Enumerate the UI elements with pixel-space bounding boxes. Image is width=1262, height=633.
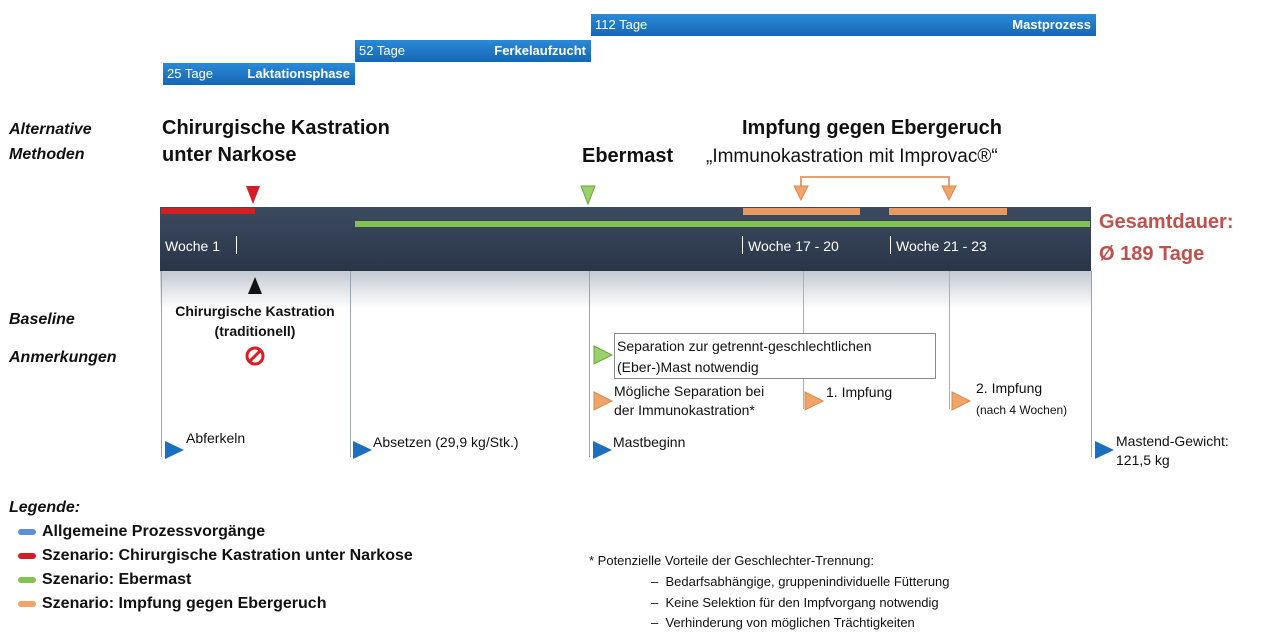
row-label-alternative: Alternative <box>9 121 92 138</box>
weaning-milestone-icon <box>353 441 372 459</box>
baseline-text-1: Chirurgische Kastration <box>175 303 335 319</box>
week-label-17-20: Woche 17 - 20 <box>748 238 839 254</box>
phase-days: 25 Tage <box>167 66 214 81</box>
row-label-methods: Methoden <box>9 146 85 163</box>
weaning-label: Absetzen (29,9 kg/Stk.) <box>373 434 519 450</box>
row-label-notes: Anmerkungen <box>9 349 117 366</box>
guide-line <box>161 271 162 457</box>
fattening-start-milestone-icon <box>593 441 612 459</box>
baseline-text-2: (traditionell) <box>214 323 296 339</box>
week-tick <box>236 236 237 254</box>
guide-line <box>350 271 351 457</box>
legend-swatch <box>18 577 36 583</box>
vaccination2-scenario-bar <box>889 208 1007 215</box>
footnote-item: – Keine Selektion für den Impfvorgang no… <box>651 595 939 610</box>
vaccine1-icon <box>804 391 825 411</box>
vaccine2-sub-label: (nach 4 Wochen) <box>976 403 1068 417</box>
week-label-1: Woche 1 <box>165 238 220 254</box>
phase-name: Laktationsphase <box>247 66 350 81</box>
legend-label: Allgemeine Prozessvorgänge <box>42 523 266 540</box>
possible-separation-note-1: Mögliche Separation bei <box>614 383 765 399</box>
legend-item-surgical: Szenario: Chirurgische Kastration unter … <box>18 547 478 569</box>
total-duration-value: Ø 189 Tage <box>1099 243 1205 265</box>
legend-swatch <box>18 529 36 535</box>
method-vaccination-subtitle: „Immunokastration mit Improvac®“ <box>706 146 998 167</box>
baseline-marker-icon <box>248 277 262 294</box>
vaccine2-label: 2. Impfung <box>976 380 1043 396</box>
phase-days: 112 Tage <box>595 17 648 32</box>
method-ebermast-title: Ebermast <box>582 145 674 167</box>
farrowing-label: Abferkeln <box>186 430 246 446</box>
orange-note-icon <box>593 391 614 411</box>
week-tick <box>890 236 891 254</box>
vaccination2-guide-line <box>949 271 950 409</box>
legend-label: Szenario: Chirurgische Kastration unter … <box>42 547 413 564</box>
green-note-icon <box>593 345 614 365</box>
vaccine1-label: 1. Impfung <box>826 384 893 400</box>
legend-label: Szenario: Impfung gegen Ebergeruch <box>42 595 327 612</box>
method-surgical-subtitle: unter Narkose <box>162 144 297 166</box>
phase-name: Ferkelaufzucht <box>494 43 586 58</box>
legend-item-general: Allgemeine Prozessvorgänge <box>18 523 478 545</box>
legend-label: Szenario: Ebermast <box>42 571 192 588</box>
method-surgical-title: Chirurgische Kastration <box>162 117 390 139</box>
separation-note-1: Separation zur getrennt-geschlechtlichen <box>617 338 872 354</box>
ebermast-marker-icon <box>580 185 596 206</box>
footnote-item-text: Keine Selektion für den Impfvorgang notw… <box>665 595 939 610</box>
footnote-item-text: Bedarfsabhängige, gruppenindividuelle Fü… <box>665 574 950 589</box>
legend-swatch <box>18 601 36 607</box>
phase-bar-ferkelaufzucht: 52 Tage Ferkelaufzucht <box>355 40 591 62</box>
legend-swatch <box>18 553 36 559</box>
timeline-bar <box>160 207 1091 271</box>
possible-separation-note-2: der Immunokastration* <box>614 402 755 418</box>
phase-bar-mastprozess: 112 Tage Mastprozess <box>591 14 1096 36</box>
vaccination1-scenario-bar <box>743 208 860 215</box>
week-label-21-23: Woche 21 - 23 <box>896 238 987 254</box>
surgical-marker-icon <box>246 186 260 204</box>
triangle-marker-icon <box>941 185 957 202</box>
vaccination-bracket <box>793 176 957 202</box>
timeline-shadow <box>160 271 1091 309</box>
fattening-start-label: Mastbeginn <box>613 434 686 450</box>
guide-line <box>589 271 590 457</box>
phase-days: 52 Tage <box>359 43 406 58</box>
guide-line <box>1091 271 1092 457</box>
separation-note-2: (Eber-)Mast notwendig <box>617 359 759 375</box>
triangle-marker-icon <box>793 185 809 202</box>
legend-item-ebermast: Szenario: Ebermast <box>18 571 478 593</box>
prohibited-icon <box>245 346 265 366</box>
footnote-title: * Potenzielle Vorteile der Geschlechter-… <box>589 553 874 568</box>
footnote-item-text: Verhinderung von möglichen Trächtigkeite… <box>665 615 915 630</box>
legend: Allgemeine Prozessvorgänge Szenario: Chi… <box>18 523 478 623</box>
separation-note-box <box>614 333 936 379</box>
farrowing-milestone-icon <box>165 441 184 459</box>
row-label-baseline: Baseline <box>9 311 75 328</box>
end-weight-label-1: Mastend-Gewicht: <box>1116 433 1229 449</box>
footnote-item: – Bedarfsabhängige, gruppenindividuelle … <box>651 574 950 589</box>
total-duration-label: Gesamtdauer: <box>1099 211 1234 233</box>
week-tick <box>742 236 743 254</box>
legend-title: Legende: <box>9 499 81 516</box>
legend-item-vaccination: Szenario: Impfung gegen Ebergeruch <box>18 595 478 617</box>
vaccine2-icon <box>951 391 972 411</box>
ebermast-scenario-bar <box>355 221 1090 227</box>
footnote-item: – Verhinderung von möglichen Trächtigkei… <box>651 615 915 630</box>
method-vaccination-title: Impfung gegen Ebergeruch <box>742 117 1003 139</box>
end-weight-milestone-icon <box>1095 441 1114 459</box>
phase-bar-laktation: 25 Tage Laktationsphase <box>163 63 355 85</box>
surgical-scenario-bar <box>161 208 255 214</box>
end-weight-label-2: 121,5 kg <box>1116 452 1170 468</box>
phase-name: Mastprozess <box>1012 17 1091 32</box>
